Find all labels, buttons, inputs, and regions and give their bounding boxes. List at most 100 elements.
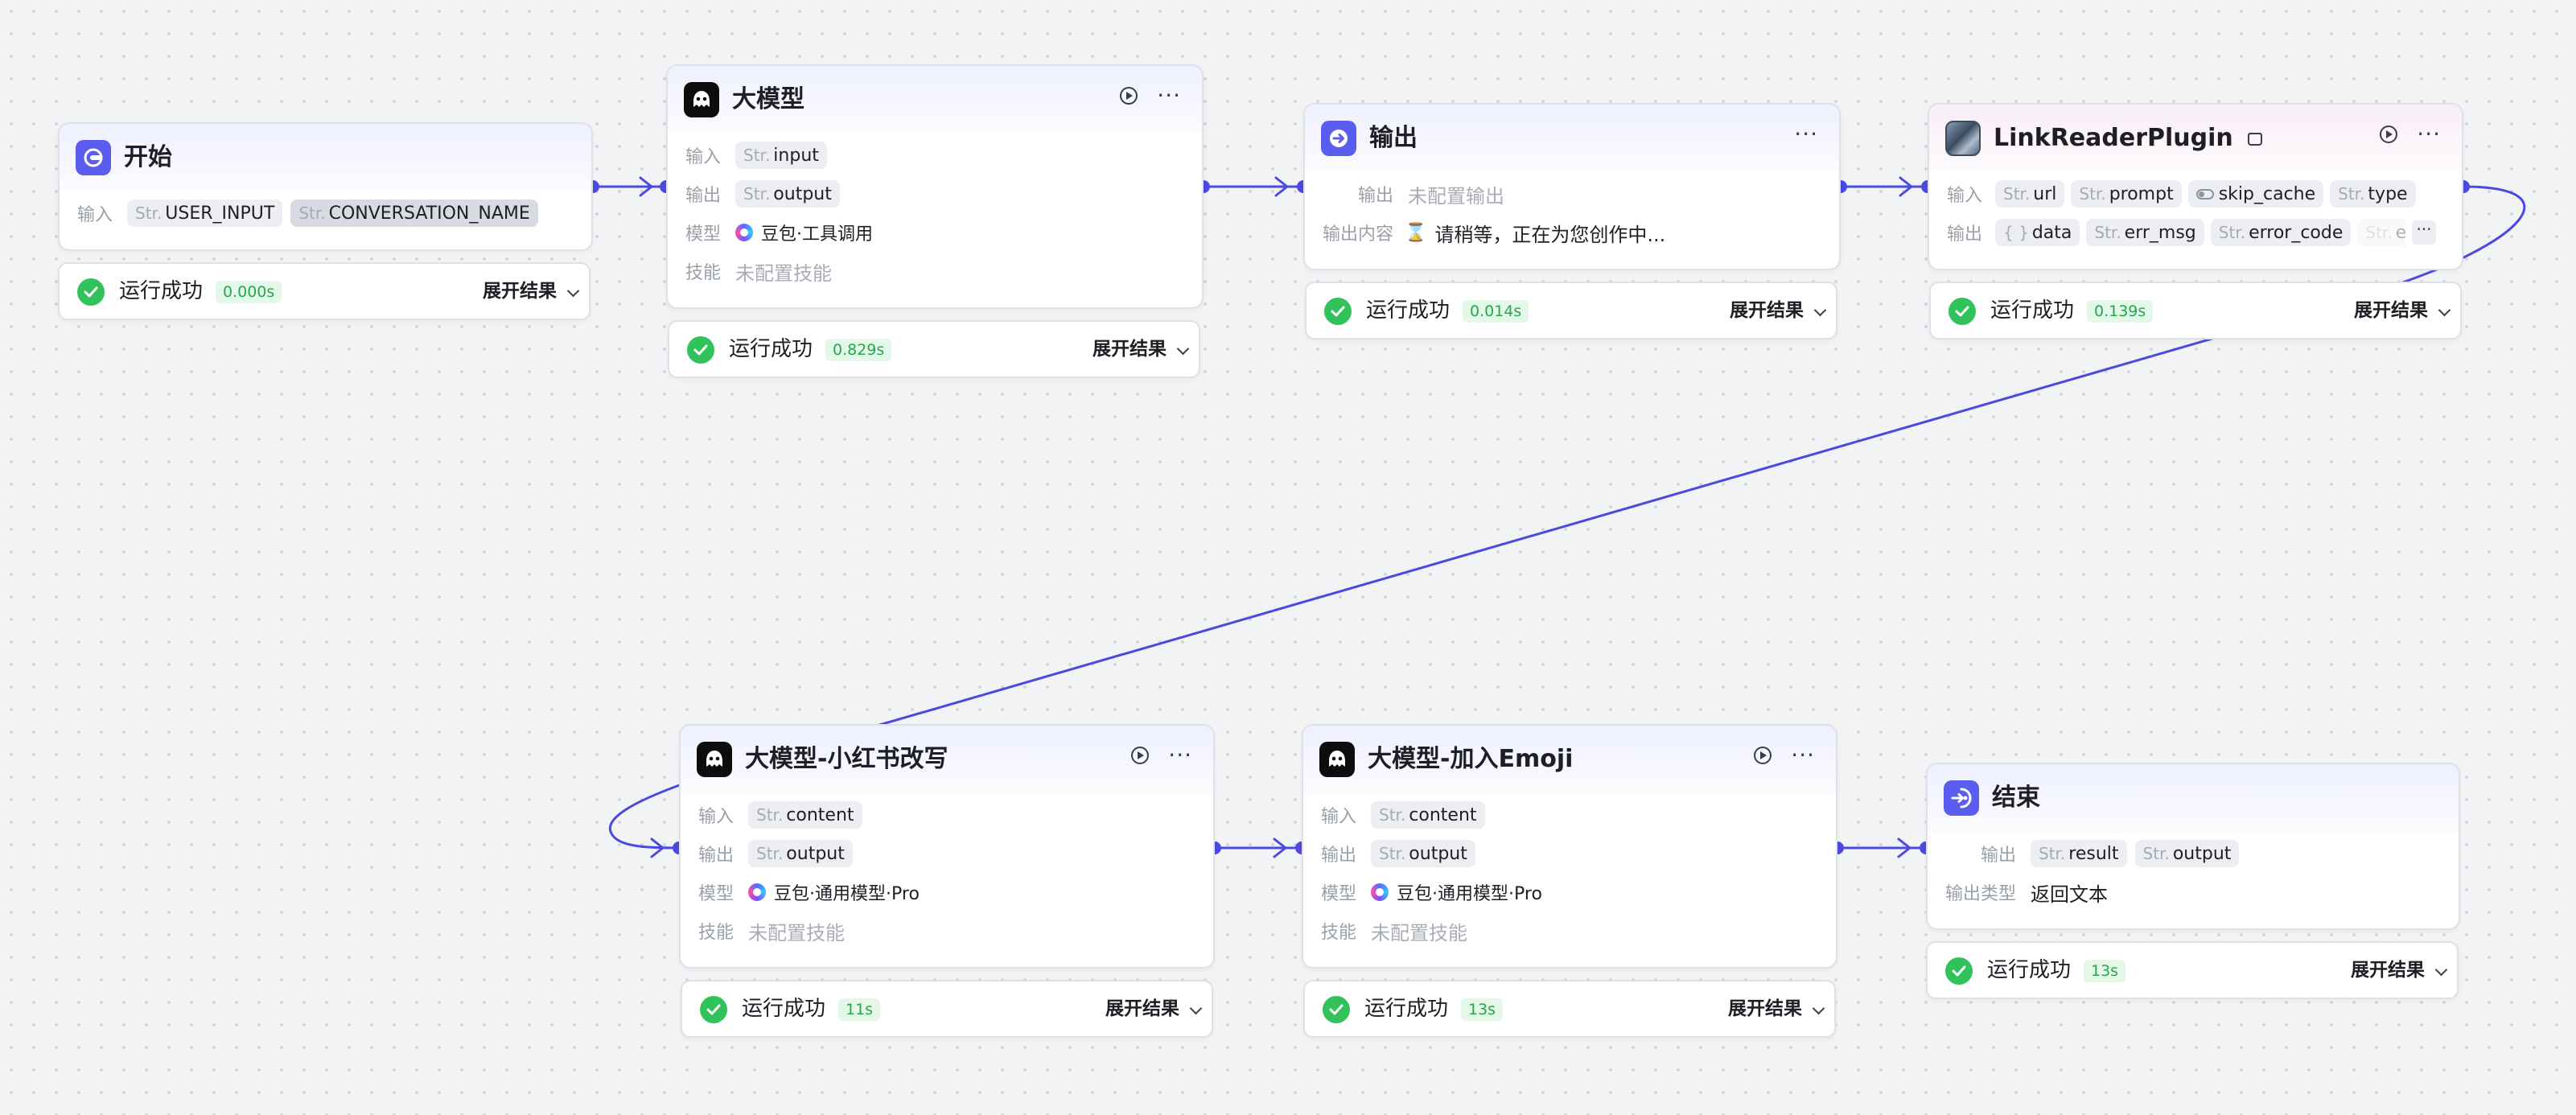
output-placeholder: 未配置输出 xyxy=(1408,184,1505,208)
chevron-down-icon xyxy=(2434,963,2448,977)
model-name: 豆包·通用模型·Pro xyxy=(774,884,920,904)
doubao-model-icon xyxy=(1371,883,1389,901)
param-tag: Str.type xyxy=(2330,180,2416,208)
play-circle-icon[interactable] xyxy=(1131,747,1150,764)
run-time-badge: 0.139s xyxy=(2087,300,2154,323)
play-circle-icon[interactable] xyxy=(1120,87,1138,105)
param-tag: Str.output xyxy=(735,180,840,208)
skill-placeholder: 未配置技能 xyxy=(1371,921,1468,944)
node-title: 大模型-小红书改写 xyxy=(745,745,949,773)
chevron-down-icon xyxy=(1176,342,1190,356)
output-type-value: 返回文本 xyxy=(2031,883,2109,906)
more-dots-icon[interactable]: ··· xyxy=(1794,121,1818,147)
node-header: 输出 ··· xyxy=(1305,105,1839,172)
node-title: 大模型-加入Emoji xyxy=(1368,745,1574,773)
more-params-button[interactable]: ··· xyxy=(2412,220,2436,245)
input-row: 输入 Str.USER_INPUT Str.CONVERSATION_NAME xyxy=(77,200,538,227)
node-llm[interactable]: 大模型 ··· 输入 Str.input 输出 Str.output 模型 豆包… xyxy=(666,64,1204,309)
param-tag: skip_cache xyxy=(2187,180,2324,208)
node-output[interactable]: 输出 ··· 输出 未配置输出 输出内容 ⌛ 请稍等，正在为您创作中... xyxy=(1303,103,1841,270)
skill-placeholder: 未配置技能 xyxy=(735,261,833,285)
run-time-badge: 0.829s xyxy=(825,339,892,361)
expand-result-button[interactable]: 展开结果 xyxy=(2351,943,2448,998)
input-row: 输入 Str.input xyxy=(685,142,827,169)
node-toolbar: ··· xyxy=(1120,82,1181,109)
run-time-badge: 0.000s xyxy=(216,281,282,303)
chevron-down-icon xyxy=(1813,303,1827,317)
check-circle-icon xyxy=(77,278,105,306)
store-icon xyxy=(2248,132,2263,146)
skill-placeholder: 未配置技能 xyxy=(748,921,846,944)
output-content-row: 输出内容 ⌛ 请稍等，正在为您创作中... xyxy=(1323,219,1665,246)
check-circle-icon xyxy=(1324,298,1352,325)
more-dots-icon[interactable]: ··· xyxy=(2417,121,2441,147)
expand-result-button[interactable]: 展开结果 xyxy=(1093,322,1190,376)
output-row: 输出 未配置输出 xyxy=(1358,180,1504,208)
more-dots-icon[interactable]: ··· xyxy=(1157,82,1181,109)
run-status-text: 运行成功 xyxy=(1366,298,1451,323)
play-circle-icon[interactable] xyxy=(2380,125,2398,143)
arrowhead xyxy=(1274,176,1289,197)
output-row: 输出 Str.result Str.output xyxy=(1981,840,2240,867)
model-row: 模型 豆包·通用模型·Pro xyxy=(698,878,920,906)
node-header: 开始 xyxy=(60,124,591,191)
output-arrow-icon xyxy=(1321,121,1356,156)
node-llm-emoji[interactable]: 大模型-加入Emoji ··· 输入 Str.content 输出 Str.ou… xyxy=(1302,724,1837,969)
node-end[interactable]: 结束 输出 Str.result Str.output 输出类型 返回文本 xyxy=(1926,763,2460,930)
input-label: 输入 xyxy=(77,205,113,225)
param-tag: Str.content xyxy=(1371,801,1485,829)
node-title: 输出 xyxy=(1369,124,1418,152)
node-header: LinkReaderPlugin ··· xyxy=(1929,105,2462,172)
run-result-start: 运行成功 0.000s 展开结果 xyxy=(58,262,591,320)
expand-result-button[interactable]: 展开结果 xyxy=(1105,981,1203,1036)
run-time-badge: 11s xyxy=(838,998,881,1021)
node-title: 大模型 xyxy=(732,85,804,113)
param-tag: Str.CONVERSATION_NAME xyxy=(290,200,538,227)
run-status-text: 运行成功 xyxy=(1987,958,2072,982)
run-result-llm-emoji: 运行成功 13s 展开结果 xyxy=(1303,980,1836,1038)
skill-row: 技能 未配置技能 xyxy=(1321,917,1467,944)
model-name: 豆包·通用模型·Pro xyxy=(1397,884,1542,904)
node-title: LinkReaderPlugin xyxy=(1994,105,2263,172)
param-tag: Str.err_msg xyxy=(2086,219,2204,246)
model-name: 豆包·工具调用 xyxy=(761,224,874,245)
chevron-down-icon xyxy=(2438,303,2451,317)
model-row: 模型 豆包·工具调用 xyxy=(685,219,873,246)
more-dots-icon[interactable]: ··· xyxy=(1791,742,1815,768)
node-header: 大模型-加入Emoji ··· xyxy=(1303,726,1836,793)
input-row: 输入 Str.content xyxy=(1321,801,1485,829)
output-row: 输出 Str.output xyxy=(1321,840,1475,867)
expand-result-button[interactable]: 展开结果 xyxy=(1728,981,1825,1036)
expand-result-button[interactable]: 展开结果 xyxy=(483,264,580,319)
param-tag: Str.result xyxy=(2031,840,2127,867)
start-icon xyxy=(76,140,111,175)
node-llm-rewrite[interactable]: 大模型-小红书改写 ··· 输入 Str.content 输出 Str.outp… xyxy=(679,724,1215,969)
more-dots-icon[interactable]: ··· xyxy=(1168,742,1192,768)
node-plugin[interactable]: LinkReaderPlugin ··· 输入 Str.url Str.prom… xyxy=(1928,103,2463,270)
node-header: 大模型-小红书改写 ··· xyxy=(681,726,1213,793)
node-start[interactable]: 开始 输入 Str.USER_INPUT Str.CONVERSATION_NA… xyxy=(58,122,593,251)
input-row: 输入 Str.content xyxy=(698,801,862,829)
chevron-down-icon xyxy=(1189,1002,1203,1015)
run-status-text: 运行成功 xyxy=(742,997,826,1021)
param-tag: { }data xyxy=(1995,219,2080,246)
param-tag: Str.url xyxy=(1995,180,2065,208)
run-status-text: 运行成功 xyxy=(1364,997,1449,1021)
output-type-row: 输出类型 返回文本 xyxy=(1945,878,2108,906)
hourglass-icon: ⌛ xyxy=(1405,222,1427,243)
run-time-badge: 13s xyxy=(1461,998,1504,1021)
run-result-end: 运行成功 13s 展开结果 xyxy=(1926,941,2459,999)
expand-result-button[interactable]: 展开结果 xyxy=(2354,283,2451,338)
skill-row: 技能 未配置技能 xyxy=(685,257,832,285)
skill-row: 技能 未配置技能 xyxy=(698,917,845,944)
end-icon xyxy=(1944,780,1979,816)
param-tag: Str.USER_INPUT xyxy=(127,200,283,227)
run-time-badge: 13s xyxy=(2084,960,2126,982)
arrowhead xyxy=(639,176,653,197)
expand-result-button[interactable]: 展开结果 xyxy=(1730,283,1827,338)
run-result-output: 运行成功 0.014s 展开结果 xyxy=(1305,282,1837,339)
arrowhead xyxy=(650,837,665,858)
play-circle-icon[interactable] xyxy=(1754,747,1772,764)
output-row-clip: 输出 { }data Str.err_msg Str.error_code St… xyxy=(1947,219,2405,248)
node-header: 大模型 ··· xyxy=(668,66,1202,134)
